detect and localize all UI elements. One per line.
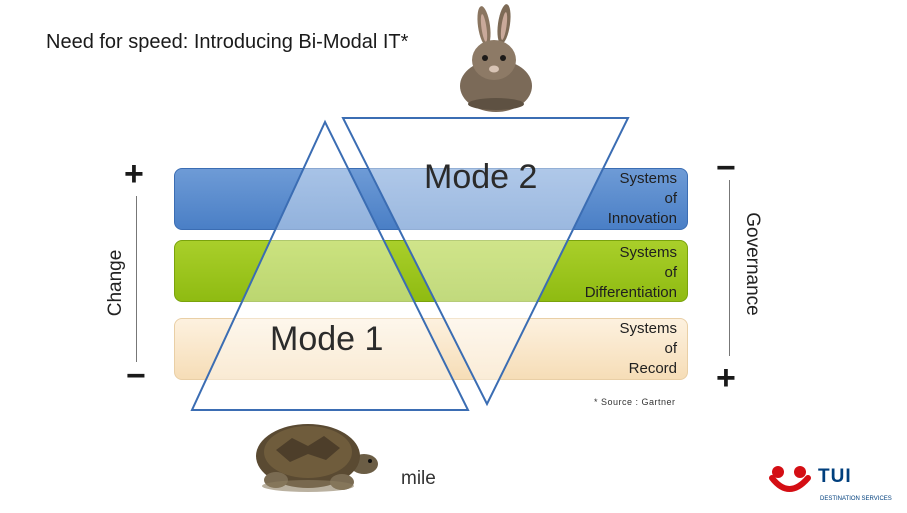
tui-tagline: DESTINATION SERVICES	[820, 496, 892, 502]
tortoise-icon	[256, 424, 378, 492]
layer-differentiation-label: Systems of Differentiation	[585, 243, 677, 303]
layer-differentiation: Systems of Differentiation	[174, 240, 688, 302]
governance-plus-sign: +	[716, 359, 736, 397]
change-axis-line	[136, 196, 137, 362]
layer-record-line-2: of	[664, 340, 677, 357]
change-label: Change	[105, 249, 126, 317]
tui-logo: TUI DESTINATION SERVICES	[768, 462, 898, 508]
layer-innovation-line-2: of	[664, 190, 677, 207]
source-footnote: * Source : Gartner	[594, 397, 676, 407]
governance-label: Governance	[742, 212, 763, 316]
governance-minus-sign: −	[716, 149, 736, 187]
layer-innovation-line-3: Innovation	[607, 210, 677, 227]
layer-record-label: Systems of Record	[619, 319, 677, 379]
layer-innovation-label: Systems of Innovation	[608, 169, 677, 229]
mode1-triangle	[190, 119, 470, 411]
footer-text: mile	[401, 468, 436, 489]
layer-differentiation-line-2: of	[664, 264, 677, 281]
mode2-label: Mode 2	[424, 158, 538, 196]
mode1-label: Mode 1	[270, 320, 384, 358]
layer-record-line-1: Systems	[619, 320, 677, 337]
page-title: Need for speed: Introducing Bi-Modal IT*	[46, 31, 409, 53]
layer-differentiation-line-1: Systems	[619, 244, 677, 261]
layer-record: Systems of Record	[174, 318, 688, 380]
governance-axis-line	[729, 180, 730, 356]
layer-innovation: Systems of Innovation	[174, 168, 688, 230]
tui-smile-icon	[769, 466, 811, 492]
mode2-triangle	[341, 117, 630, 407]
change-plus-sign: +	[124, 155, 144, 193]
change-minus-sign: −	[126, 357, 146, 395]
layer-differentiation-line-3: Differentiation	[584, 284, 677, 301]
tui-brand: TUI	[818, 466, 852, 487]
layer-innovation-line-1: Systems	[619, 170, 677, 187]
layer-record-line-3: Record	[628, 360, 677, 377]
rabbit-icon	[460, 4, 532, 112]
